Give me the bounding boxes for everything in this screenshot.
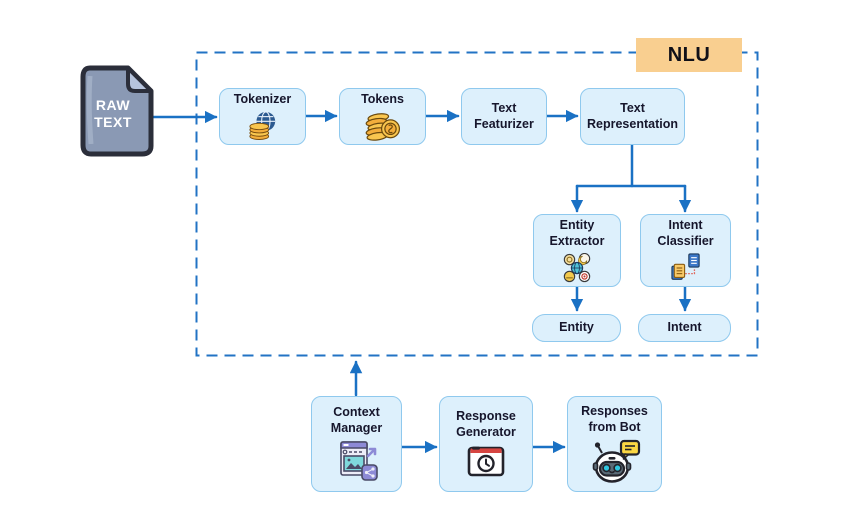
node-tokens: Tokens	[339, 88, 426, 145]
node-label: Intent	[667, 320, 702, 335]
node-label-line2: Generator	[456, 424, 516, 439]
document-icon: RAW TEXT	[80, 65, 154, 157]
node-label-line1: Entity	[559, 218, 595, 233]
node-label-line1: Intent	[668, 218, 703, 233]
node-label-line2: Manager	[330, 420, 383, 435]
node-label-line1: Text	[491, 100, 517, 115]
clock-window-icon	[467, 446, 505, 477]
node-intent-classifier: Intent Classifier	[640, 214, 731, 287]
node-tokenizer: Tokenizer	[219, 88, 306, 145]
node-context-manager: Context Manager	[311, 396, 402, 492]
nlu-title: NLU	[667, 43, 711, 66]
node-intent: Intent	[638, 314, 731, 342]
node-responses-from-bot: Responses from Bot	[567, 396, 662, 492]
document-pair-icon	[670, 253, 700, 280]
node-label: Entity	[559, 320, 594, 335]
node-label-line2: Extractor	[549, 234, 605, 248]
node-label-line1: Context	[333, 404, 380, 419]
nlu-section-label: NLU	[636, 38, 742, 72]
node-label-line2: Representation	[587, 116, 678, 131]
node-label-line2: Featurizer	[474, 116, 534, 131]
node-text-featurizer: Text Featurizer	[461, 88, 547, 145]
nlu-dashed-boundary	[195, 51, 759, 357]
raw-text-line1: RAW	[96, 97, 130, 113]
node-entity-extractor: Entity Extractor	[533, 214, 621, 287]
node-label-line1: Response	[456, 408, 516, 423]
node-label-line2: Classifier	[657, 234, 714, 248]
node-label-line1: Text	[620, 100, 645, 115]
entity-network-icon	[563, 252, 591, 282]
node-label: Tokens	[361, 92, 404, 107]
node-label-line1: Responses	[581, 403, 648, 418]
raw-text-line2: TEXT	[94, 114, 132, 130]
browser-share-icon	[339, 441, 378, 481]
robot-chat-icon	[592, 440, 640, 483]
node-response-generator: Response Generator	[439, 396, 533, 492]
node-entity: Entity	[532, 314, 621, 342]
globe-coin-stack-icon	[248, 111, 275, 140]
coin-pile-icon	[365, 112, 400, 141]
node-label-line2: from Bot	[588, 419, 641, 434]
node-text-representation: Text Representation	[580, 88, 685, 145]
node-label: Tokenizer	[233, 92, 292, 107]
